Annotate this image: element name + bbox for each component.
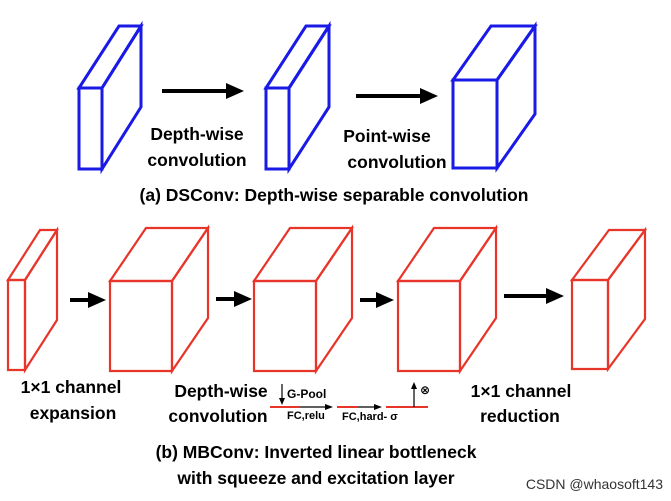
mbconv-label-reduction-line2: reduction	[480, 406, 560, 426]
dsconv-section: Depth-wise convolution Point-wise convol…	[76, 20, 538, 205]
mbconv-block-output	[569, 226, 648, 373]
mbconv-label-reduction-line1: 1×1 channel	[471, 381, 572, 401]
dsconv-block-input	[76, 20, 144, 175]
watermark: CSDN @whaosoft143	[526, 476, 663, 492]
dsconv-block-pointwise	[450, 21, 538, 173]
mbconv-arrow-4	[504, 288, 564, 304]
mbconv-arrow-1	[70, 292, 106, 308]
mbconv-section: 1×1 channel expansion Depth-wise convolu…	[5, 224, 648, 488]
dsconv-caption: (a) DSConv: Depth-wise separable convolu…	[140, 185, 529, 205]
se-gpool-label: G-Pool	[287, 387, 326, 401]
mbconv-label-depthwise-line2: convolution	[168, 406, 267, 426]
mbconv-arrow-2	[216, 291, 252, 307]
mbconv-block-depthwise	[251, 224, 355, 375]
mbconv-label-depthwise-line1: Depth-wise	[174, 381, 268, 401]
dsconv-arrow-1	[162, 83, 244, 99]
dsconv-block-depthwise	[263, 20, 332, 175]
mbconv-caption-line1: (b) MBConv: Inverted linear bottleneck	[156, 442, 477, 462]
mbconv-block-input	[5, 226, 60, 374]
dsconv-label-pointwise-line1: Point-wise	[343, 126, 431, 146]
se-fc-hard-sigma-label: FC,hard- σ	[342, 411, 398, 423]
se-multiply-icon: ⊗	[420, 383, 430, 397]
mbconv-arrow-3	[360, 292, 394, 308]
mbconv-label-expansion-line1: 1×1 channel	[21, 377, 122, 397]
mbconv-block-se	[395, 224, 499, 375]
mbconv-label-expansion-line2: expansion	[30, 403, 117, 423]
dsconv-arrow-2	[356, 88, 438, 104]
se-fc-relu-label: FC,relu	[287, 410, 325, 422]
dsconv-label-pointwise-line2: convolution	[347, 152, 446, 172]
se-module: G-Pool FC,relu FC,hard- σ ⊗	[270, 382, 430, 423]
mbconv-caption-line2: with squeeze and excitation layer	[176, 468, 454, 488]
mbconv-block-expansion	[107, 224, 211, 375]
dsconv-label-depthwise-line2: convolution	[147, 150, 246, 170]
dsconv-label-depthwise-line1: Depth-wise	[150, 124, 244, 144]
